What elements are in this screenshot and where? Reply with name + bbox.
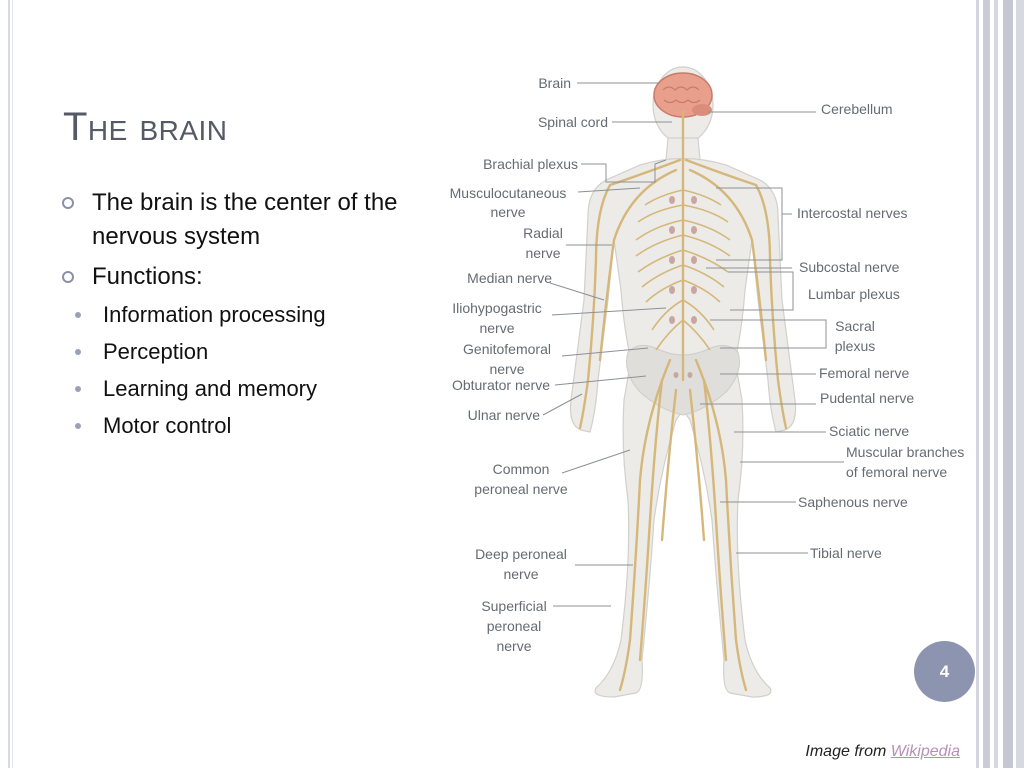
label-superficial-peroneal-3: nerve xyxy=(496,638,531,654)
label-femoral-nerve: Femoral nerve xyxy=(819,365,909,381)
label-tibial-nerve: Tibial nerve xyxy=(810,545,882,561)
label-brain: Brain xyxy=(538,75,571,91)
nerve-network xyxy=(578,110,788,692)
label-common-peroneal-2: peroneal nerve xyxy=(474,481,568,497)
label-muscular-branches-2: of femoral nerve xyxy=(846,464,947,480)
sub-bullet-text: Information processing xyxy=(103,302,326,327)
sub-bullet-text: Motor control xyxy=(103,413,232,438)
label-iliohypogastric: Iliohypogastric xyxy=(452,300,542,316)
label-deep-peroneal-2: nerve xyxy=(503,566,538,582)
page-number: 4 xyxy=(939,661,950,681)
label-genitofemoral-2: nerve xyxy=(489,361,524,377)
left-border-line-inner xyxy=(12,0,13,768)
label-spinal-cord: Spinal cord xyxy=(538,114,608,130)
label-subcostal-nerve: Subcostal nerve xyxy=(799,259,900,275)
bullet-ring-icon xyxy=(62,271,74,283)
intercostal-nerves xyxy=(635,189,731,351)
right-stripe xyxy=(983,0,990,768)
sub-bullet-item: Perception xyxy=(32,337,452,367)
label-obturator-nerve: Obturator nerve xyxy=(452,377,550,393)
label-musculocutaneous-2: nerve xyxy=(490,204,525,220)
slide-title: The brain xyxy=(63,105,228,149)
bullet-list: The brain is the center of the nervous s… xyxy=(62,186,452,448)
left-border-line xyxy=(8,0,10,768)
label-ulnar-nerve: Ulnar nerve xyxy=(468,407,541,423)
label-brachial-plexus: Brachial plexus xyxy=(483,156,578,172)
credit-prefix: Image from xyxy=(805,743,887,760)
sub-bullet-text: Learning and memory xyxy=(103,376,318,401)
vertebrae xyxy=(669,196,697,378)
label-saphenous-nerve: Saphenous nerve xyxy=(798,494,908,510)
wikipedia-link[interactable]: Wikipedia xyxy=(890,743,960,760)
bullet-dot-icon xyxy=(75,423,81,429)
label-common-peroneal: Common xyxy=(493,461,550,477)
bullet-text: Functions: xyxy=(92,263,203,290)
label-sacral-plexus-2: plexus xyxy=(835,338,875,354)
label-radial-2: nerve xyxy=(525,245,560,261)
sub-bullet-item: Learning and memory xyxy=(32,374,452,404)
label-deep-peroneal: Deep peroneal xyxy=(475,546,567,562)
right-stripe xyxy=(994,0,998,768)
bullet-ring-icon xyxy=(62,197,74,209)
label-superficial-peroneal: Superficial xyxy=(481,598,546,614)
label-superficial-peroneal-2: peroneal xyxy=(487,618,542,634)
label-iliohypogastric-2: nerve xyxy=(479,320,514,336)
label-muscular-branches: Muscular branches xyxy=(846,444,964,460)
bullet-dot-icon xyxy=(75,386,81,392)
label-radial: Radial xyxy=(523,225,563,241)
nervous-system-diagram: Brain Spinal cord Brachial plexus Muscul… xyxy=(450,66,964,698)
image-credit: Image from Wikipedia xyxy=(805,743,960,761)
bullet-item: Functions: xyxy=(62,260,452,294)
bullet-dot-icon xyxy=(75,312,81,318)
label-intercostal-nerves: Intercostal nerves xyxy=(797,205,908,221)
leader-lines xyxy=(542,82,844,607)
label-sciatic-nerve: Sciatic nerve xyxy=(829,423,909,439)
label-musculocutaneous: Musculocutaneous xyxy=(450,185,567,201)
sub-bullet-item: Information processing xyxy=(32,300,452,330)
bullet-item: The brain is the center of the nervous s… xyxy=(62,186,452,254)
right-stripe xyxy=(976,0,979,768)
label-lumbar-plexus: Lumbar plexus xyxy=(808,286,900,302)
sub-bullet-item: Motor control xyxy=(32,411,452,441)
page-number-badge: 4 xyxy=(914,641,975,702)
label-sacral-plexus: Sacral xyxy=(835,318,875,334)
right-stripe xyxy=(1003,0,1013,768)
brain-icon xyxy=(653,72,713,118)
right-stripe xyxy=(1016,0,1024,768)
label-pudental-nerve: Pudental nerve xyxy=(820,390,914,406)
label-cerebellum: Cerebellum xyxy=(821,101,893,117)
bullet-text: The brain is the center of the nervous s… xyxy=(92,189,398,250)
sub-bullet-text: Perception xyxy=(103,339,209,364)
label-genitofemoral: Genitofemoral xyxy=(463,341,551,357)
bullet-dot-icon xyxy=(75,349,81,355)
label-median-nerve: Median nerve xyxy=(467,270,552,286)
